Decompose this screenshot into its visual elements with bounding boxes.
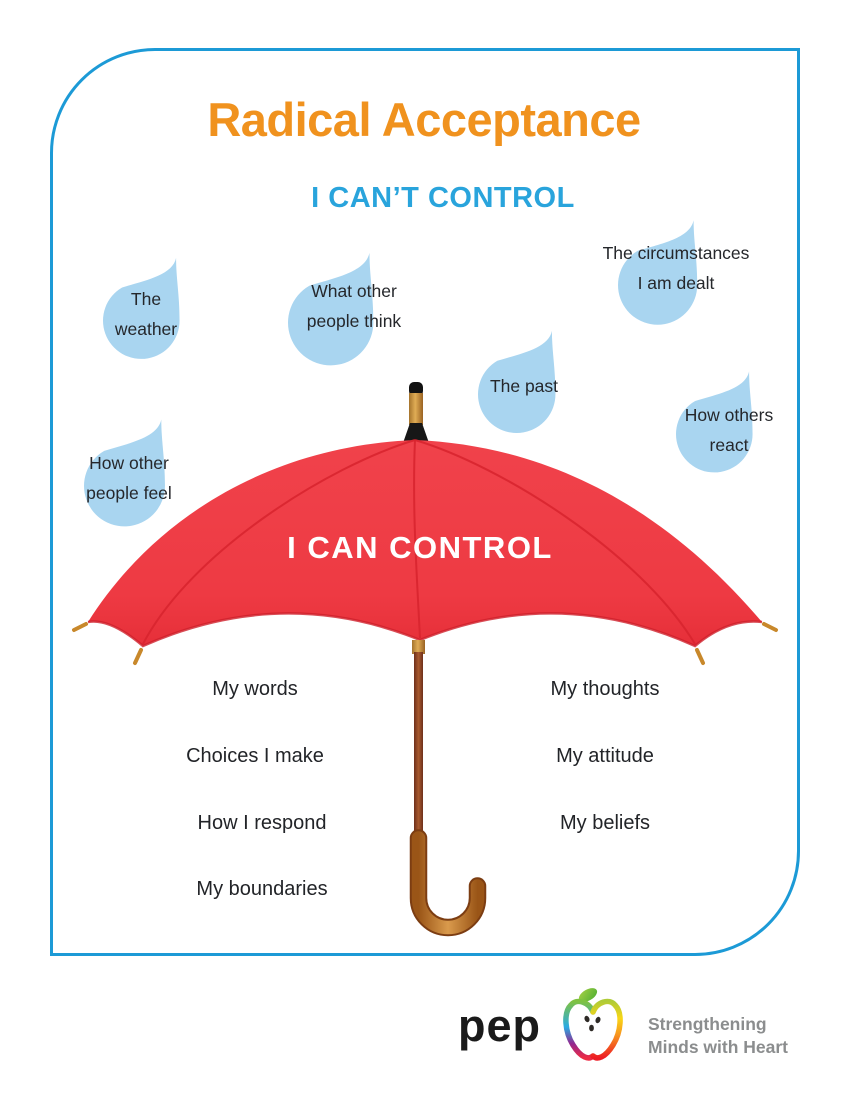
umbrella-shaft xyxy=(409,640,487,937)
drop-label-what-others-think: What other people think xyxy=(269,276,439,336)
tagline-line: Minds with Heart xyxy=(648,1037,789,1057)
drop-label-line: react xyxy=(709,435,749,455)
drop-label-line: The circumstances xyxy=(602,243,750,263)
apple-logo-icon xyxy=(563,988,623,1061)
leaf-icon xyxy=(578,988,598,1002)
list-item: My beliefs xyxy=(559,812,651,834)
umbrella-canopy: I CAN CONTROL xyxy=(72,439,778,665)
drop-label-line: weather xyxy=(114,319,178,339)
drop-label-how-people-feel: How other people feel xyxy=(49,448,209,508)
list-item: My attitude xyxy=(556,745,654,767)
rib-tips xyxy=(72,622,778,665)
umbrella-ferrule xyxy=(403,382,429,443)
drop-label-line: How other xyxy=(89,453,169,473)
drop-label-circumstances: The circumstances I am dealt xyxy=(576,238,776,298)
drop-label-past: The past xyxy=(454,371,594,401)
drop-label-line: What other xyxy=(311,281,397,301)
drop-label-line: How others xyxy=(684,405,774,425)
list-item: How I respond xyxy=(197,812,327,834)
list-item: My boundaries xyxy=(196,878,328,900)
drop-label-how-others-react: How others react xyxy=(649,400,809,460)
drop-label-line: people feel xyxy=(86,483,172,503)
drop-label-line: people think xyxy=(306,311,402,331)
can-control-heading: I CAN CONTROL xyxy=(287,530,553,565)
drop-label-line: The xyxy=(130,289,162,309)
apple-seeds xyxy=(584,1015,601,1032)
cant-control-heading: I CAN’T CONTROL xyxy=(311,182,575,214)
drop-label-line: The past xyxy=(489,376,559,396)
page-title: Radical Acceptance xyxy=(207,93,641,146)
poster-border xyxy=(50,48,800,956)
tagline: Strengthening Minds with Heart xyxy=(648,1013,788,1059)
list-item: My thoughts xyxy=(550,678,660,700)
list-item: My words xyxy=(212,678,298,700)
list-item: Choices I make xyxy=(186,745,324,767)
drop-label-line: I am dealt xyxy=(637,273,715,293)
umbrella-graphic: I CAN CONTROL xyxy=(72,382,778,937)
pep-logo-text: pep xyxy=(458,1000,542,1051)
drop-label-weather: The weather xyxy=(86,284,206,344)
tagline-line: Strengthening xyxy=(648,1014,767,1034)
